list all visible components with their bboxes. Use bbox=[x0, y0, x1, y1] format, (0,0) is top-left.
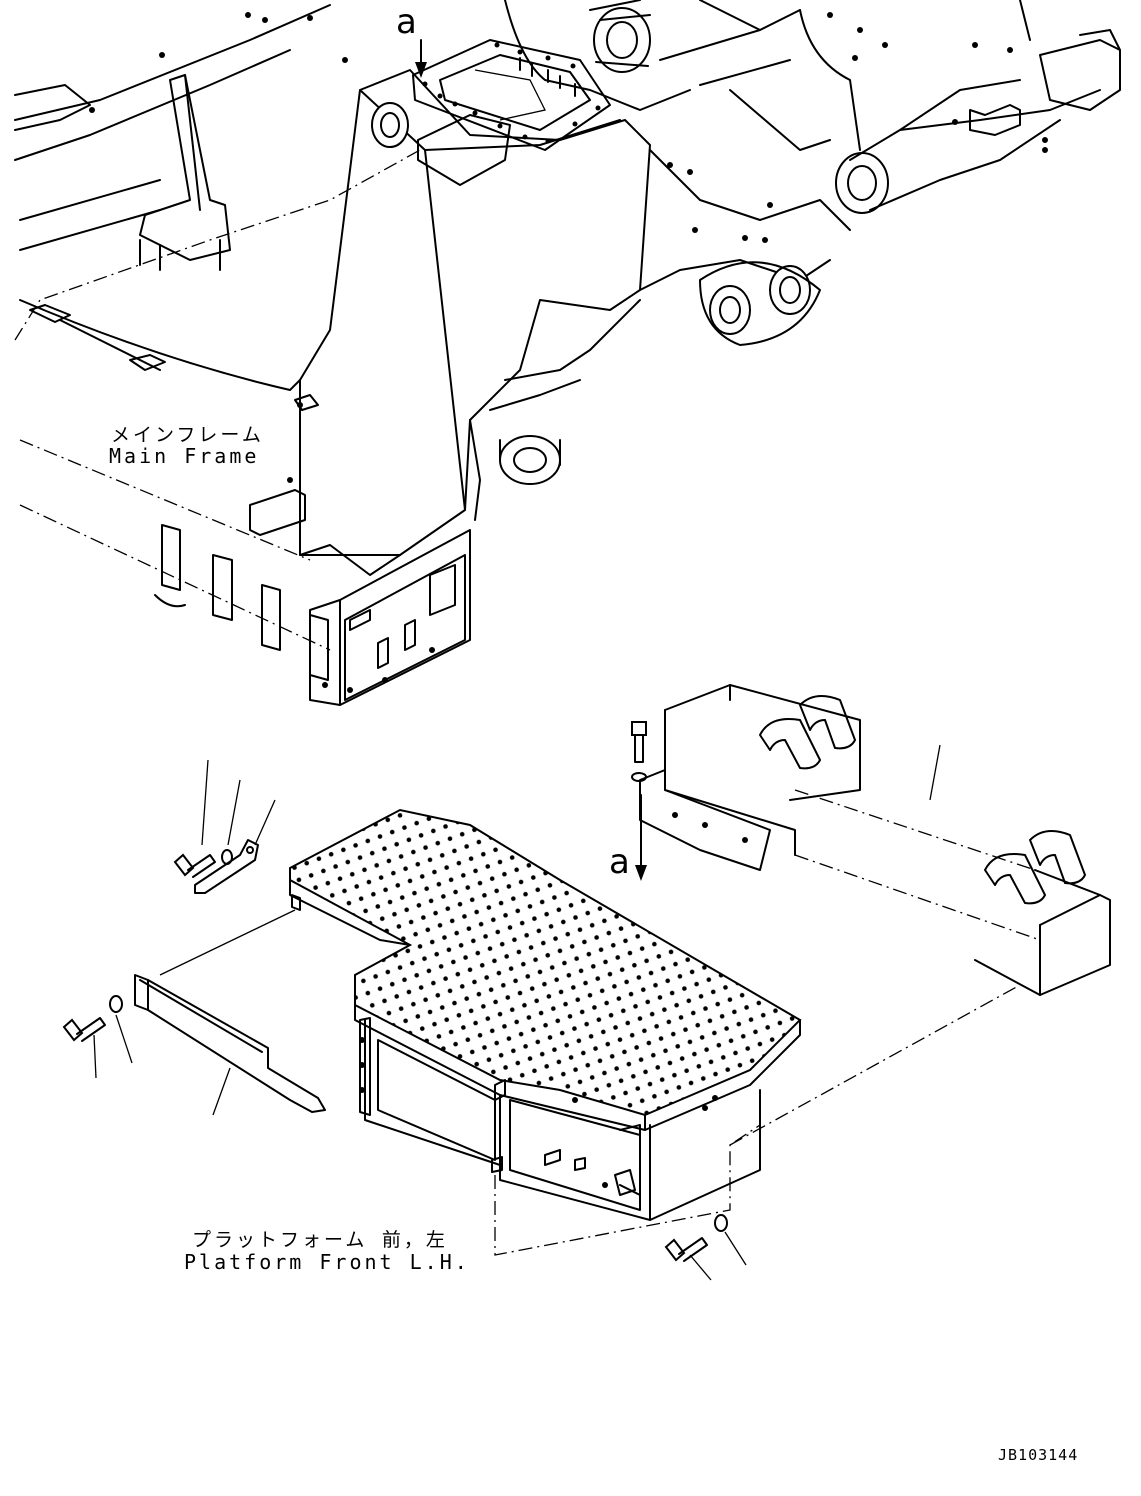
bolt-icon bbox=[664, 1237, 708, 1262]
main-frame-label-jp: メインフレーム bbox=[111, 424, 264, 446]
step-cover bbox=[134, 974, 326, 1113]
arrow-down-icon bbox=[415, 39, 427, 78]
washer-icon bbox=[714, 1214, 728, 1232]
view-marker-top: a bbox=[396, 2, 417, 42]
document-id: JB103144 bbox=[998, 1446, 1079, 1464]
platform-label-jp: プラットフォーム 前，左 bbox=[192, 1229, 448, 1251]
bolt-icon bbox=[173, 853, 216, 878]
leader-lines bbox=[93, 759, 747, 1281]
main-frame bbox=[14, 0, 1121, 706]
arrow-down-icon bbox=[635, 794, 647, 881]
washer-icon bbox=[221, 849, 233, 865]
bolt-icon bbox=[631, 721, 647, 763]
frame-crossmember bbox=[639, 684, 1111, 996]
washer-icon bbox=[631, 772, 647, 782]
platform-front-lh bbox=[159, 808, 1021, 1256]
view-marker-mid: a bbox=[609, 842, 630, 882]
bracket bbox=[194, 839, 259, 894]
main-frame-label-en: Main Frame bbox=[109, 444, 260, 468]
platform-label-en: Platform Front L.H. bbox=[184, 1250, 470, 1274]
bolt-icon bbox=[62, 1017, 106, 1042]
washer-icon bbox=[109, 995, 123, 1013]
